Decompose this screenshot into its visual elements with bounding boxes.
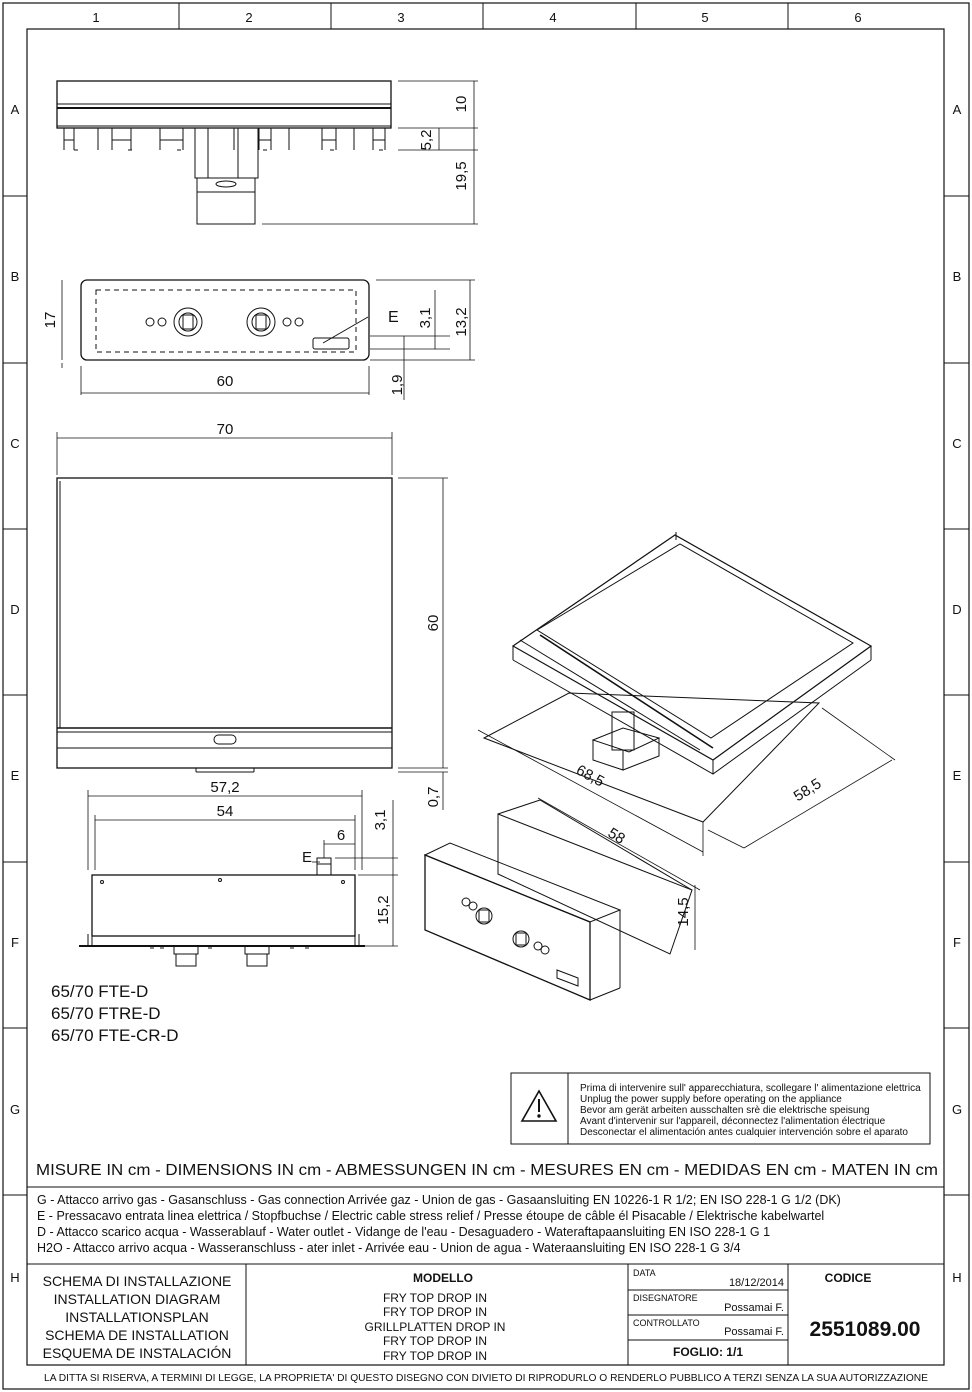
dim-side-e-height: 3,1: [372, 810, 389, 831]
warning-line-4: Avant d'intervenir sur l'appareil, décon…: [580, 1116, 886, 1127]
control-panel-dimensions: [61, 279, 475, 400]
codice-label: CODICE: [825, 1271, 872, 1285]
grid-row-d-right: D: [952, 602, 961, 617]
grid-row-g-right: G: [952, 1102, 962, 1117]
front-view: [56, 80, 392, 225]
title-de: INSTALLATIONSPLAN: [65, 1309, 208, 1325]
dim-top-lip: 0,7: [425, 787, 442, 808]
modello-5: FRY TOP DROP IN: [383, 1349, 487, 1363]
warning-box: [510, 1072, 931, 1145]
legend-d: D - Attacco scarico acqua - Wasserablauf…: [37, 1225, 770, 1239]
grid-row-a-right: A: [953, 102, 962, 117]
grid-row-h-left: H: [10, 1270, 19, 1285]
grid-col-2: 2: [245, 10, 252, 25]
warning-line-2: Unplug the power supply before operating…: [580, 1094, 842, 1105]
grid-col-3: 3: [397, 10, 404, 25]
model-1: 65/70 FTE-D: [51, 982, 148, 1001]
codice-value: 2551089.00: [810, 1318, 921, 1341]
grid-row-a-left: A: [11, 102, 20, 117]
controllato-value: Possamai F.: [724, 1326, 784, 1338]
side-view-dimensions: [87, 790, 398, 947]
top-view-dimensions: [56, 432, 448, 810]
dim-panel-width: 60: [217, 373, 234, 390]
legend-e: E - Pressacavo entrata linea elettrica /…: [37, 1209, 824, 1223]
data-label: DATA: [633, 1268, 656, 1278]
dim-side-outer: 57,2: [210, 779, 239, 796]
units-banner: MISURE IN cm - DIMENSIONS IN cm - ABMESS…: [36, 1162, 938, 1179]
model-list: 65/70 FTE-D 65/70 FTRE-D 65/70 FTE-CR-D: [51, 982, 179, 1045]
dim-iso-width: 68,5: [573, 762, 607, 791]
grid-row-d-left: D: [10, 602, 19, 617]
dim-panel-depth: 13,2: [453, 307, 470, 336]
grid-row-f-left: F: [11, 935, 19, 950]
front-view-feet: [63, 128, 386, 151]
modello-label: MODELLO: [413, 1271, 473, 1285]
title-es: ESQUEMA DE INSTALACIÓN: [43, 1345, 232, 1361]
control-panel-view: [80, 279, 370, 361]
grid-row-b-right: B: [953, 269, 962, 284]
isometric-appliance: [482, 532, 873, 823]
controllato-label: CONTROLLATO: [633, 1318, 700, 1328]
modello-1: FRY TOP DROP IN: [383, 1291, 487, 1305]
legend-g: G - Attacco arrivo gas - Gasanschluss - …: [37, 1193, 841, 1207]
dim-side-e: 6: [337, 827, 345, 844]
warning-line-3: Bevor am gerät arbeiten ausschalten srè …: [580, 1105, 870, 1116]
dim-front-mid: 5,2: [418, 130, 435, 151]
grid-row-e-right: E: [953, 768, 962, 783]
grid-row-c-left: C: [10, 436, 19, 451]
dim-side-inner: 54: [217, 803, 234, 820]
dim-front-total: 19,5: [453, 161, 470, 190]
foglio: FOGLIO: 1/1: [673, 1345, 743, 1359]
modello-3: GRILLPLATTEN DROP IN: [365, 1320, 506, 1334]
top-view: [56, 477, 393, 773]
dim-top-depth: 60: [425, 615, 442, 632]
dim-side-height: 15,2: [375, 895, 392, 924]
grid-row-b-left: B: [11, 269, 20, 284]
dim-box-height: 14,5: [675, 897, 692, 926]
dim-front-top: 10: [453, 96, 470, 113]
title-it: SCHEMA DI INSTALLAZIONE: [43, 1273, 232, 1289]
title-en: INSTALLATION DIAGRAM: [54, 1291, 221, 1307]
title-fr: SCHEMA DE INSTALLATION: [45, 1327, 229, 1343]
dim-box-length: 58: [605, 825, 628, 848]
grid-col-5: 5: [701, 10, 708, 25]
modello-2: FRY TOP DROP IN: [383, 1305, 487, 1319]
dim-panel-height: 17: [42, 312, 59, 329]
warning-line-1: Prima di intervenire sull' apparecchiatu…: [580, 1083, 921, 1094]
grid-labels: 1 2 3 4 5 6 A B C D E F G H A B C D E F …: [10, 10, 962, 1285]
warning-triangle-icon: [520, 1089, 558, 1122]
warning-line-5: Desconectar el alimentación antes cualqu…: [580, 1127, 908, 1138]
grid-row-h-right: H: [952, 1270, 961, 1285]
title-block: [27, 1263, 944, 1365]
isometric-box-dimensions: [537, 797, 701, 950]
side-view: [79, 857, 365, 967]
isometric-control-box: [423, 799, 693, 1001]
label-e-panel: E: [388, 309, 399, 326]
front-view-dimensions: [262, 80, 478, 225]
isometric-dimensions: [477, 707, 896, 856]
grid-col-4: 4: [549, 10, 556, 25]
grid-col-1: 1: [92, 10, 99, 25]
modello-4: FRY TOP DROP IN: [383, 1334, 487, 1348]
legend-h2o: H2O - Attacco arrivo acqua - Wasseransch…: [37, 1241, 741, 1255]
data-value: 18/12/2014: [729, 1277, 784, 1289]
grid-row-e-left: E: [11, 768, 20, 783]
dim-iso-depth: 58,5: [791, 775, 825, 805]
model-3: 65/70 FTE-CR-D: [51, 1026, 179, 1045]
model-2: 65/70 FTRE-D: [51, 1004, 161, 1023]
dim-top-width: 70: [217, 421, 234, 438]
grid-row-f-right: F: [953, 935, 961, 950]
disegnatore-label: DISEGNATORE: [633, 1293, 698, 1303]
dim-panel-e-offset: 3,1: [417, 308, 434, 329]
dim-panel-bottom: 1,9: [389, 375, 406, 396]
grid-row-c-right: C: [952, 436, 961, 451]
disegnatore-value: Possamai F.: [724, 1302, 784, 1314]
label-e-side: E: [302, 849, 312, 866]
grid-row-g-left: G: [10, 1102, 20, 1117]
footer-notice: LA DITTA SI RISERVA, A TERMINI DI LEGGE,…: [44, 1372, 928, 1384]
grid-col-6: 6: [854, 10, 861, 25]
